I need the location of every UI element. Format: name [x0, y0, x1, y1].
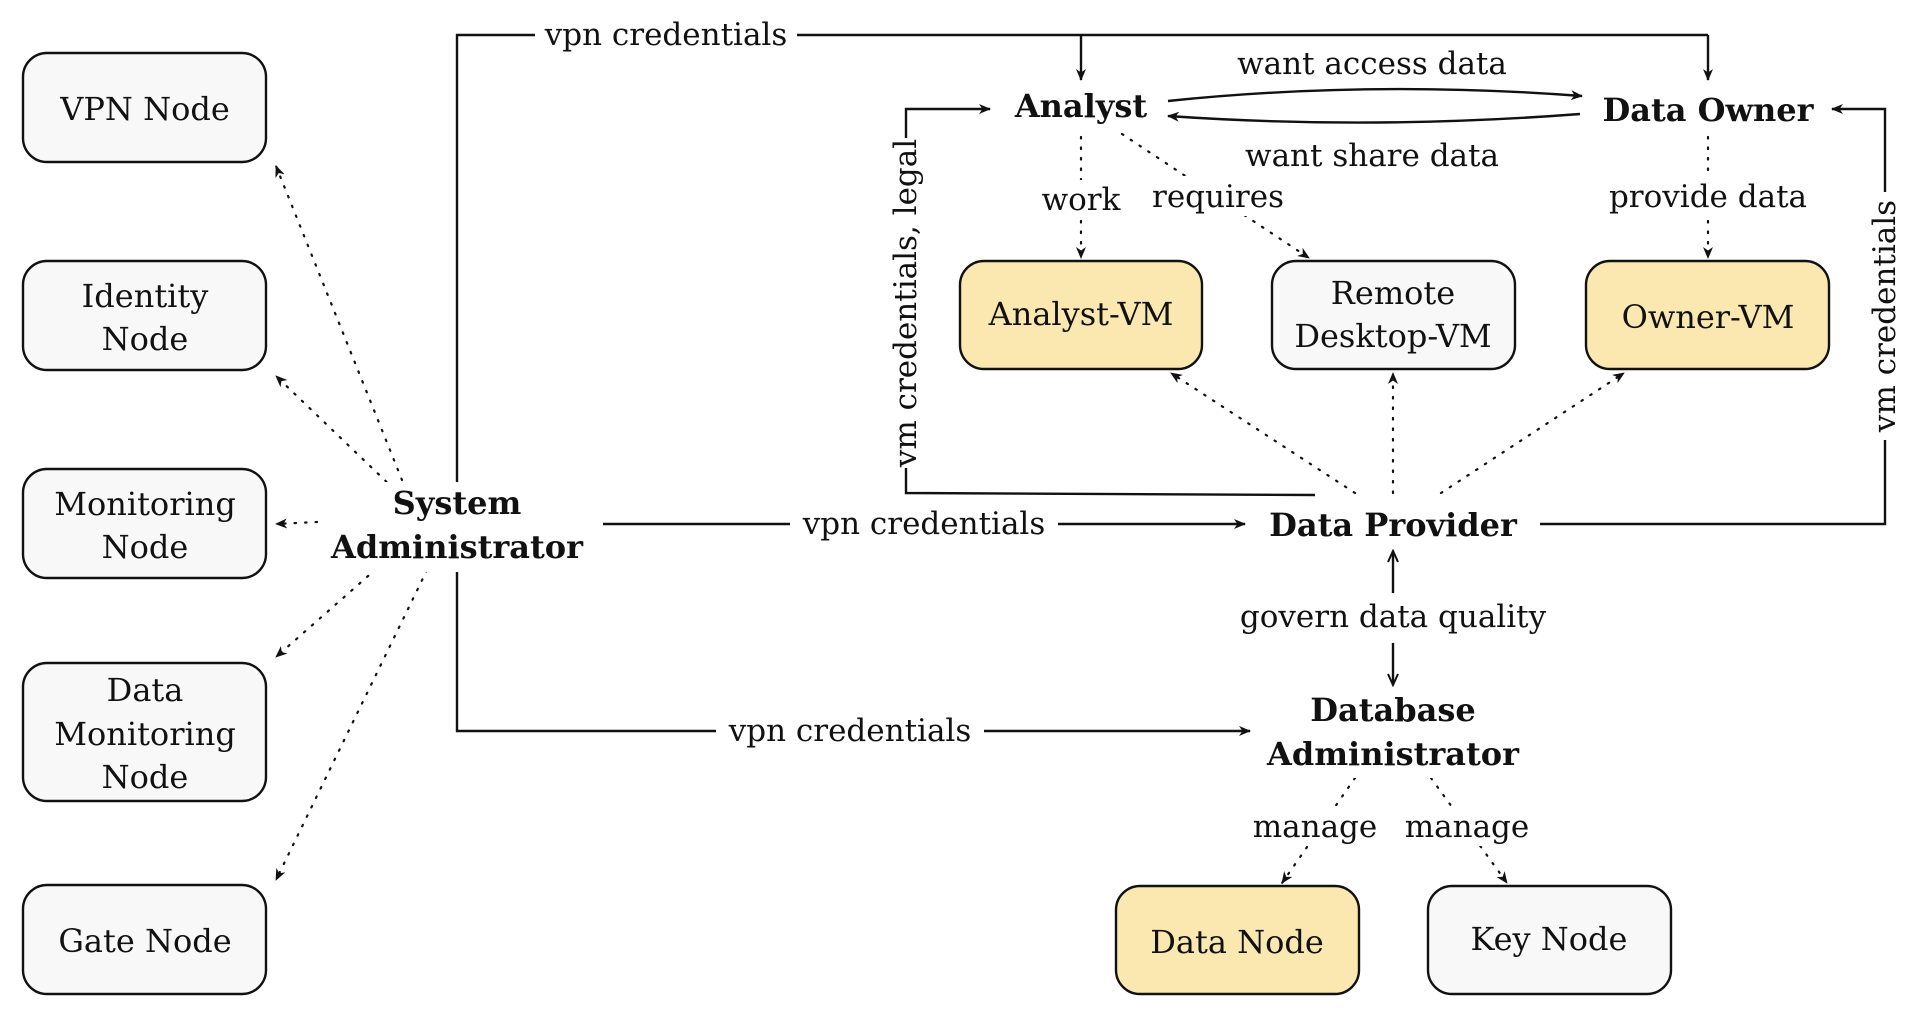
edge-sysadmin-to-gate-node — [274, 568, 429, 882]
label-vpn-credentials-bottom: vpn credentials — [728, 713, 972, 749]
edge-dataprovider-to-analyst-vm — [1169, 371, 1357, 495]
svg-text:Node: Node — [102, 528, 189, 566]
svg-text:Data Node: Data Node — [1150, 923, 1324, 961]
identity-node: Identity Node — [21, 259, 268, 372]
owner-vm-node: Owner-VM — [1584, 259, 1831, 371]
label-vpn-credentials-top: vpn credentials — [544, 17, 788, 53]
svg-text:Gate Node: Gate Node — [58, 922, 231, 960]
vpn-node: VPN Node — [21, 51, 268, 164]
svg-text:Node: Node — [102, 758, 189, 796]
label-work: work — [1042, 182, 1121, 218]
remote-desktop-vm-node: Remote Desktop-VM — [1270, 259, 1517, 371]
label-requires: requires — [1152, 179, 1284, 215]
edge-want-share-data — [1167, 111, 1581, 124]
svg-text:Desktop-VM: Desktop-VM — [1294, 317, 1491, 355]
data-node: Data Node — [1114, 884, 1361, 996]
gate-node: Gate Node — [21, 883, 268, 996]
label-vm-credentials: vm credentials — [1867, 200, 1903, 433]
label-provide-data: provide data — [1609, 179, 1807, 215]
svg-text:Monitoring: Monitoring — [54, 485, 236, 523]
svg-text:Owner-VM: Owner-VM — [1622, 298, 1795, 336]
svg-text:Data: Data — [107, 671, 184, 709]
svg-text:Remote: Remote — [1331, 274, 1455, 312]
analyst-vm-node: Analyst-VM — [958, 259, 1204, 371]
label-govern-data-quality: govern data quality — [1240, 599, 1547, 635]
actor-database-administrator-line1: Database — [1310, 691, 1475, 729]
edge-sysadmin-to-vpn-node — [274, 164, 404, 482]
label-vpn-credentials-mid: vpn credentials — [802, 506, 1046, 542]
edge-sysadmin-to-analyst-owner — [455, 33, 1708, 485]
actor-analyst: Analyst — [1014, 87, 1148, 125]
edge-sysadmin-to-dbadmin — [455, 572, 1251, 736]
edge-sysadmin-to-data-monitoring-node — [274, 560, 386, 659]
svg-text:Identity: Identity — [82, 277, 209, 315]
svg-text:Analyst-VM: Analyst-VM — [988, 295, 1174, 333]
edge-want-access-data — [1167, 87, 1583, 103]
svg-text:Key Node: Key Node — [1471, 920, 1628, 958]
svg-text:Monitoring: Monitoring — [54, 715, 236, 753]
label-manage-key-node: manage — [1405, 809, 1530, 845]
data-monitoring-node: Data Monitoring Node — [21, 661, 268, 803]
label-want-share-data: want share data — [1245, 138, 1499, 174]
edge-dataprovider-to-owner-vm — [1439, 371, 1626, 495]
label-want-access-data: want access data — [1237, 46, 1507, 82]
edge-sysadmin-to-identity-node — [274, 374, 396, 491]
label-manage-data-node: manage — [1253, 809, 1378, 845]
actor-database-administrator-line2: Administrator — [1266, 735, 1520, 773]
svg-text:Node: Node — [102, 320, 189, 358]
label-vm-credentials-legal: vm credentials, legal — [888, 139, 924, 468]
actor-data-provider: Data Provider — [1269, 506, 1518, 544]
key-node: Key Node — [1426, 884, 1673, 996]
actor-system-administrator-line2: Administrator — [330, 528, 584, 566]
svg-text:VPN Node: VPN Node — [59, 90, 230, 128]
actor-data-owner: Data Owner — [1602, 91, 1814, 129]
actor-system-administrator-line1: System — [393, 484, 522, 522]
edge-sysadmin-to-monitoring-node — [274, 518, 319, 529]
monitoring-node: Monitoring Node — [21, 467, 268, 580]
